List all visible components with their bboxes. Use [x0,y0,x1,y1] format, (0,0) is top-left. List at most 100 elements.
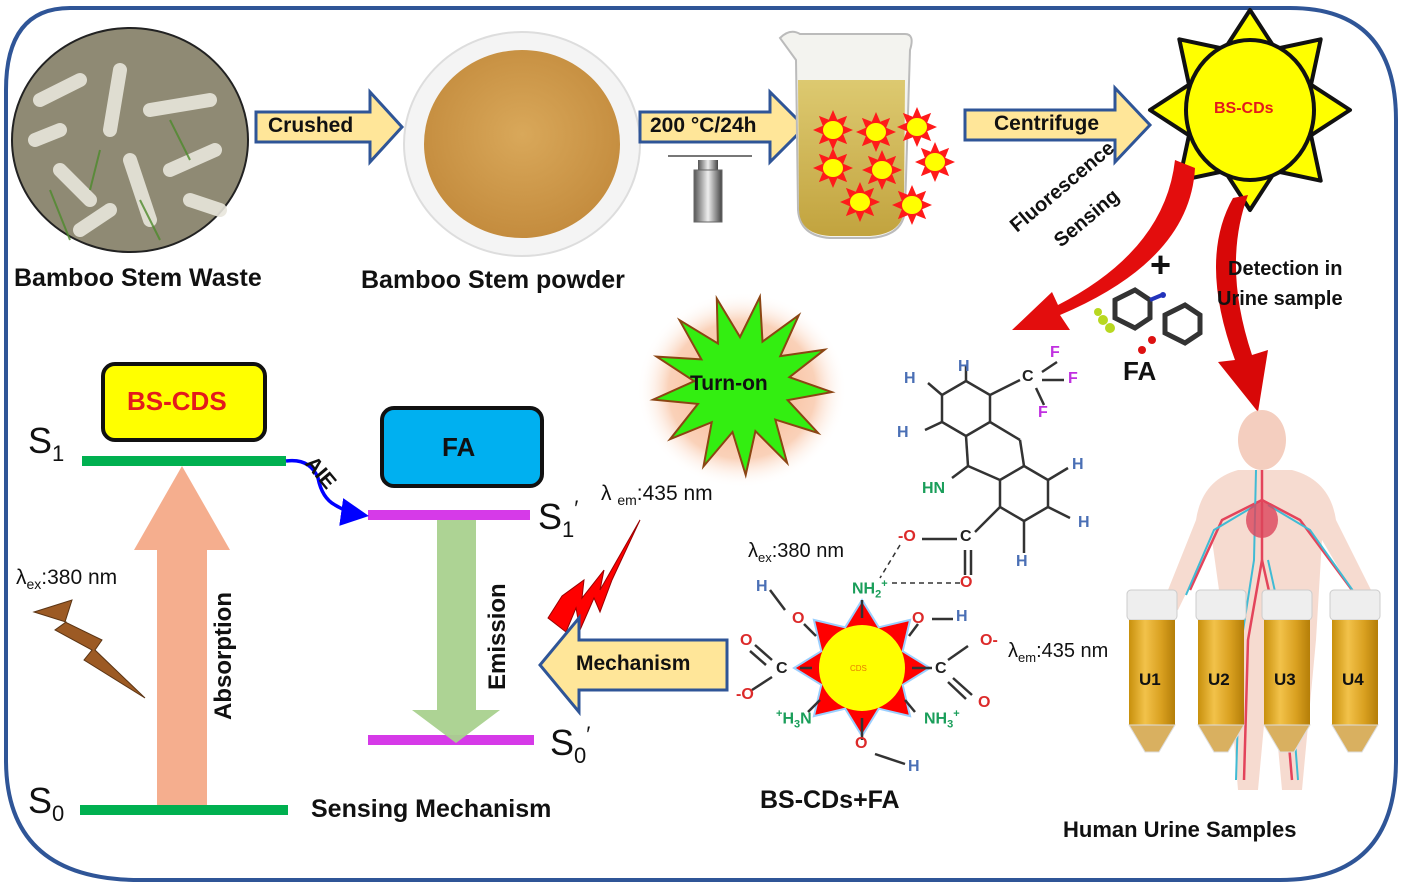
urine-vial [1261,589,1313,753]
bs-cds-product-label: BS-CDs [1214,100,1274,117]
atom-label: F [1050,344,1060,361]
bs-cds-box [101,362,267,442]
vial-label: U4 [1342,670,1364,689]
bamboo-waste-label: Bamboo Stem Waste [14,264,262,292]
centrifuge-label: Centrifuge [994,112,1099,135]
atom-label: H [756,578,768,595]
amine-group-label: NH2+ [852,578,888,601]
sensing-mechanism-caption: Sensing Mechanism [311,795,552,823]
atom-label: O [978,694,991,711]
atom-label: H [958,358,970,375]
atom-label: H [908,758,920,775]
atom-label: H [897,424,909,441]
atom-label: O [855,735,868,752]
crushed-label: Crushed [268,114,354,137]
centrifuge-arrow [963,84,1153,166]
atom-label: O [792,610,805,627]
atom-label: F [1068,370,1078,387]
s0-prime-label: S0′ [550,722,591,769]
s1-prime-label: S1′ [538,496,579,543]
crushed-arrow [254,88,405,166]
absorption-arrow [134,466,230,805]
atom-label: O [912,610,925,627]
urine-detection-arrow [1215,195,1268,412]
bamboo-powder-label: Bamboo Stem powder [361,266,625,294]
emission-arrow [412,520,500,743]
atom-label: H [956,608,968,625]
plus-sign: + [1150,244,1172,285]
carbon-dot-core [850,193,870,211]
carbon-dot-core [925,153,945,171]
mechanism-arrow-label: Mechanism [576,652,691,675]
amine-group-label: NH3+ [924,708,960,731]
fa-box [380,406,544,488]
atom-label: H [904,370,916,387]
carbon-dot-core [866,123,886,141]
carbon-dot-core [907,118,927,136]
hydrogen-bonds [879,544,962,584]
atom-label: H [1072,456,1084,473]
complex-caption: BS-CDs+FA [760,786,900,814]
atom-label: O- [980,632,998,649]
vial-label: U1 [1139,670,1161,689]
emission-lightning-icon [547,519,641,633]
atom-label: C [935,660,947,677]
atom-label: O [740,632,753,649]
excitation-wavelength-label: λex:380 nm [16,566,118,593]
emission-label: Emission [484,583,511,690]
atom-label: H [1078,514,1090,531]
vial-label: U2 [1208,670,1230,689]
detection-label-line2: Urine sample [1217,288,1343,310]
complex-excitation-label: λex:380 nm [748,540,844,565]
bamboo-powder-bowl [403,31,641,257]
vial-label: U3 [1274,670,1296,689]
atom-label: HN [922,480,946,497]
heating-condition-label: 200 °C/24h [650,114,757,137]
aie-arrow [285,458,369,526]
s1-level [82,456,286,466]
functional-group-bonds [749,589,973,766]
atom-label: F [1038,404,1048,421]
atom-label: -O [898,528,916,545]
fa-analyte-label: FA [1123,356,1157,386]
absorption-label: Absorption [210,592,237,720]
mechanism-arrow [538,613,729,717]
bamboo-waste-photo [11,27,249,253]
carbon-dot-core [902,196,922,214]
fluorescence-sensing-arrow [1012,160,1195,330]
s0-level [80,805,288,815]
atom-label: -O [736,686,754,703]
bs-cds-box-label: BS-CDS [127,386,227,416]
urine-vial [1329,589,1381,753]
excitation-lightning-icon [32,599,146,699]
atom-label: C [776,660,788,677]
fa-molecule-model-icon [1094,287,1203,354]
carbon-dot-core [823,159,843,177]
urine-vial [1126,589,1178,753]
urine-vials [1126,589,1381,753]
urine-samples-caption: Human Urine Samples [1063,817,1297,842]
fa-box-label: FA [442,432,476,462]
detection-label-line1: Detection in [1228,258,1343,280]
carbon-dot-core [872,161,892,179]
atom-label: C [1022,368,1034,385]
cds-core-label: CDS [850,664,867,673]
turn-on-label: Turn-on [690,372,768,395]
atom-label: C [960,528,972,545]
beaker-icon [778,30,955,239]
bs-cds-sun-icon [1148,8,1352,212]
heating-arrow [638,88,808,166]
amine-group-label: +H3N [776,708,812,731]
atom-label: H [1016,553,1028,570]
fa-structure [922,360,1071,575]
s1-prime-level [368,510,530,520]
s0-prime-level [368,735,534,745]
complex-emission-label: λem:435 nm [1008,640,1109,665]
urine-vial [1195,589,1247,753]
autoclave-icon [668,155,752,223]
turn-on-burst-icon [637,292,847,488]
emission-wavelength-label: λ em:435 nm [601,482,713,509]
carbon-dot-core-icon [792,598,932,738]
outer-frame [4,6,1398,882]
